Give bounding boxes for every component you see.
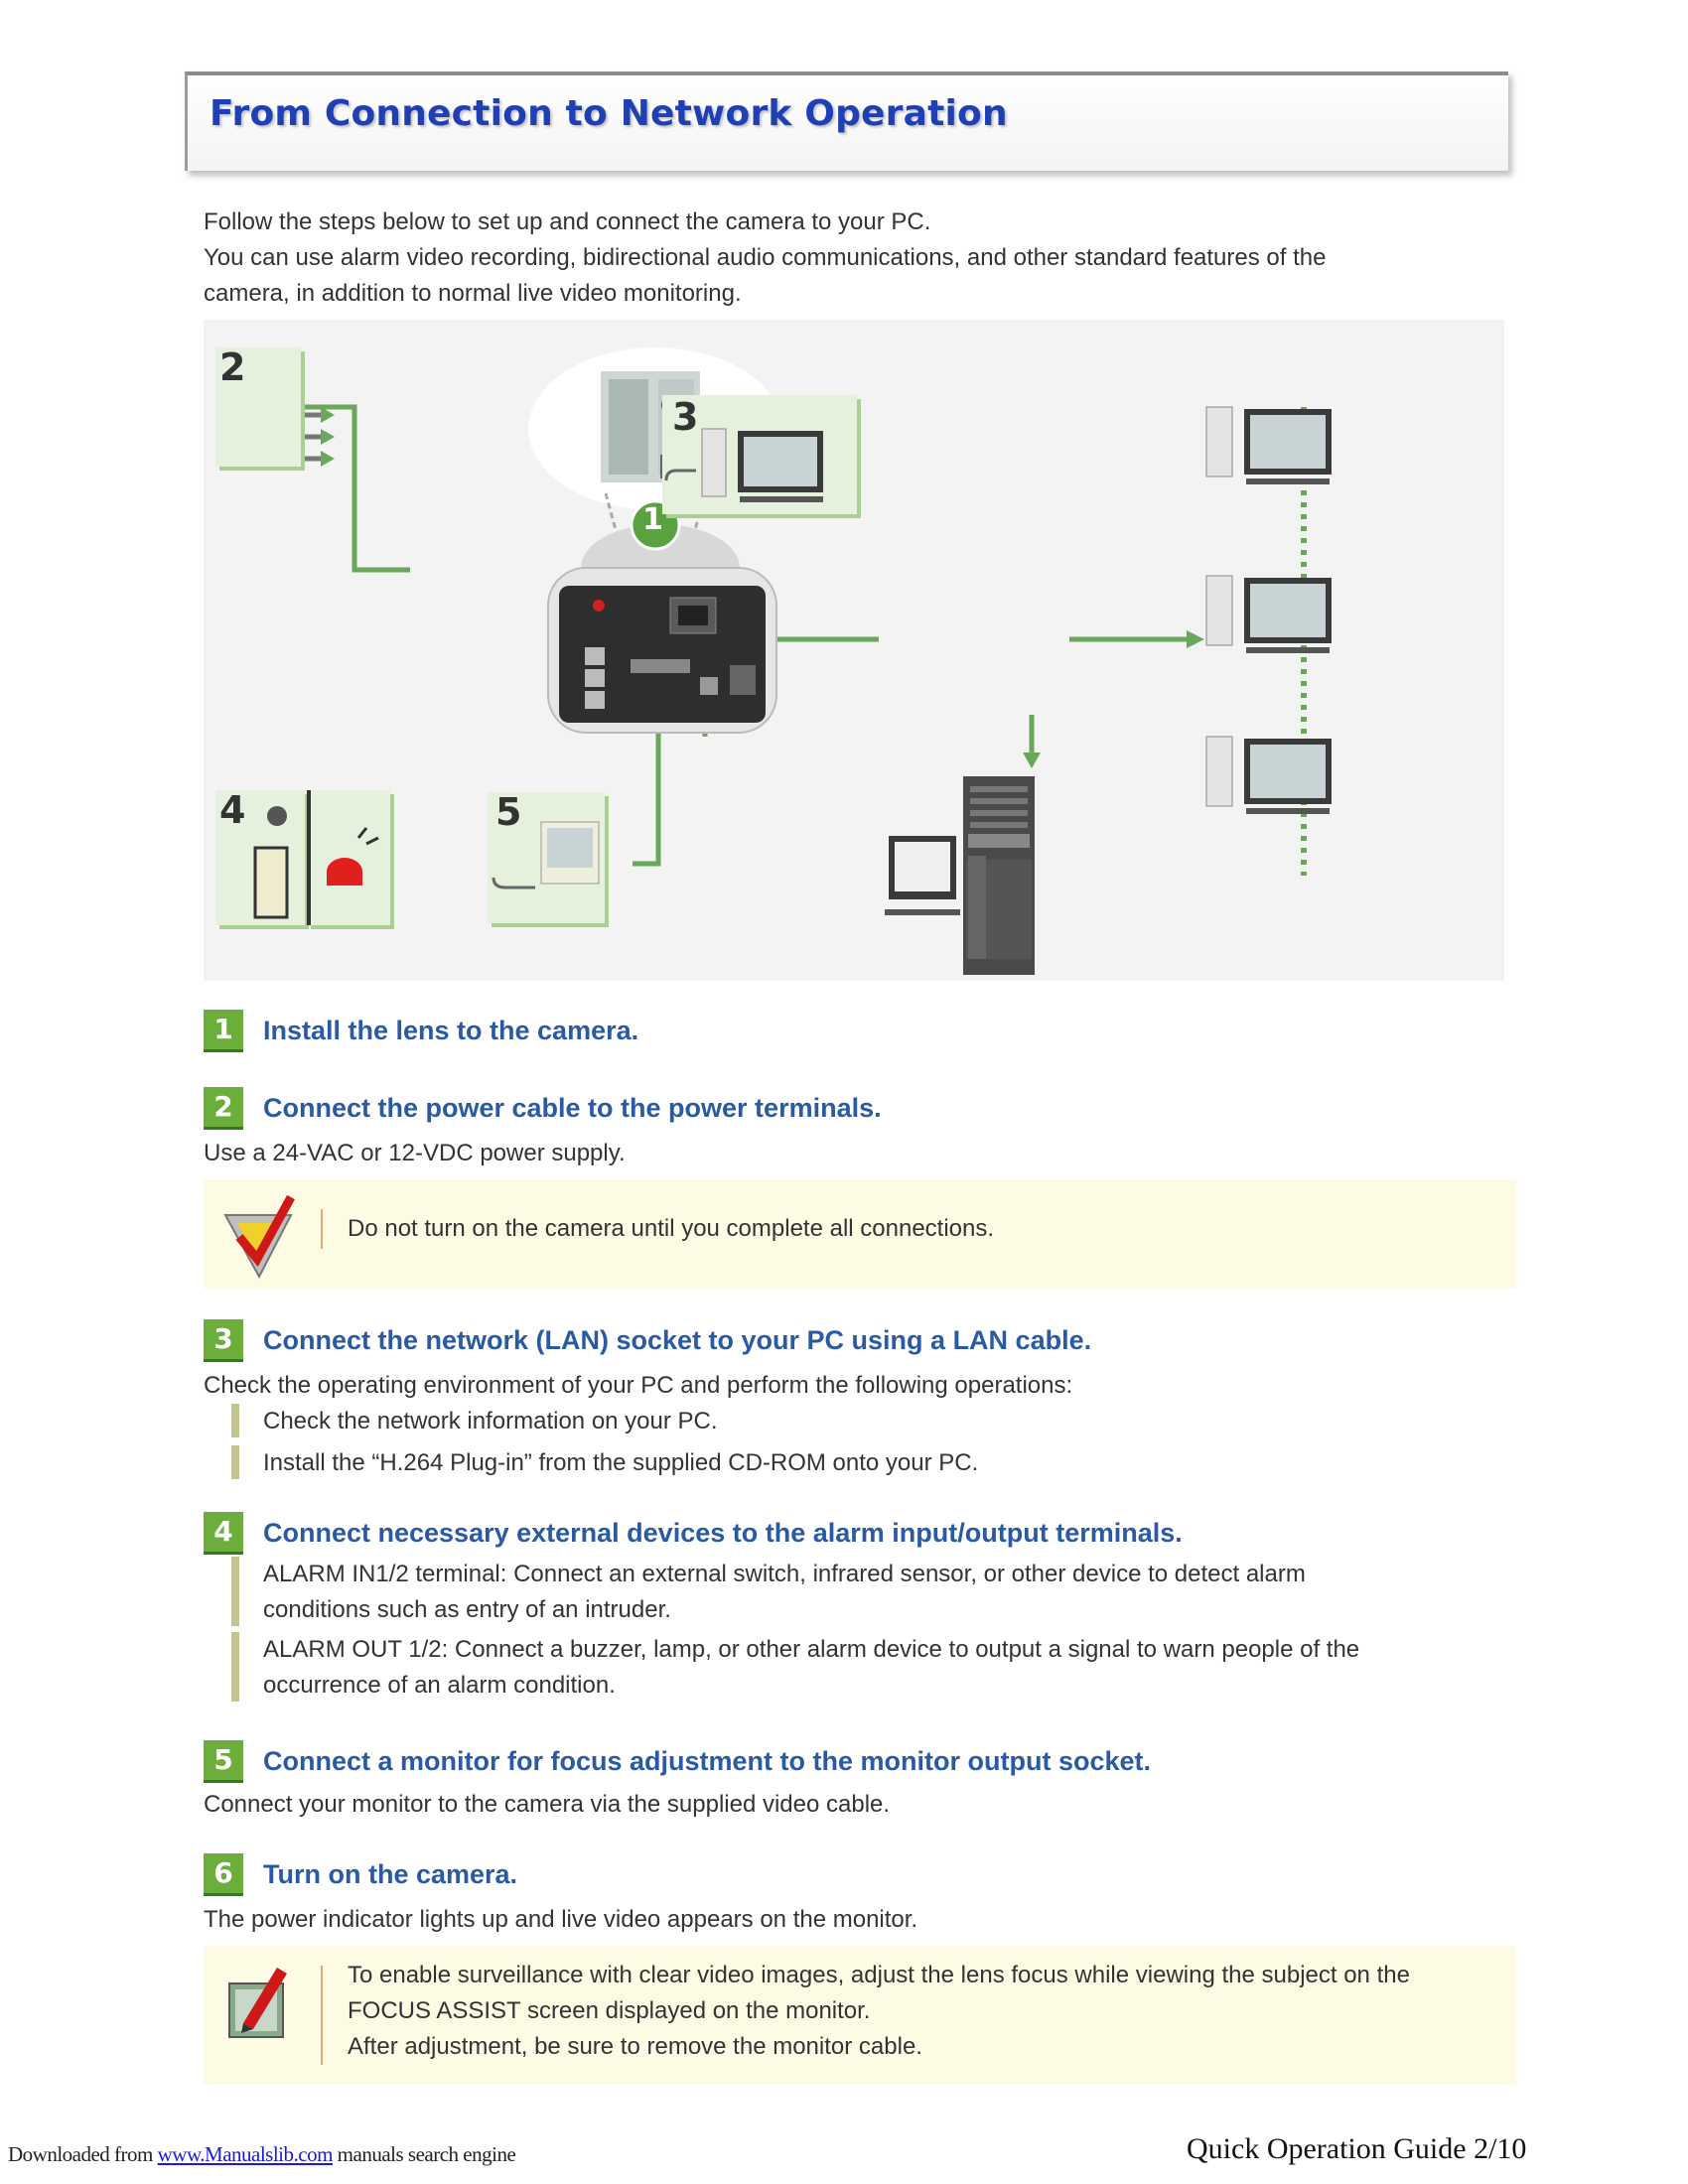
step-number-badge: 3 (204, 1318, 243, 1362)
connection-diagram: 2 3 4 5 1 (204, 320, 1504, 981)
step-2-heading: 2 Connect the power cable to the power t… (204, 1086, 882, 1130)
step-5-text: Connect your monitor to the camera via t… (204, 1791, 891, 1818)
step-title: Connect necessary external devices to th… (263, 1517, 1183, 1548)
step-number-badge: 2 (204, 1086, 243, 1130)
step-6-heading: 6 Turn on the camera. (204, 1852, 517, 1896)
step-6-text: The power indicator lights up and live v… (204, 1906, 918, 1933)
title-banner: From Connection to Network Operation (185, 71, 1508, 171)
caution-text: Do not turn on the camera until you comp… (348, 1215, 995, 1242)
manualslib-link[interactable]: www.Manualslib.com (157, 2142, 334, 2166)
panel-number: 4 (219, 788, 246, 832)
list-item: ALARM IN1/2 terminal: Connect an externa… (231, 1557, 1306, 1628)
step-title: Connect the network (LAN) socket to your… (263, 1324, 1092, 1355)
panel-network-pc: 3 (662, 395, 857, 514)
step-title: Connect the power cable to the power ter… (263, 1092, 882, 1123)
tip-line-2: FOCUS ASSIST screen displayed on the mon… (348, 1997, 871, 2024)
panel-alarm-in: 4 (215, 788, 305, 925)
page-title: From Connection to Network Operation (210, 93, 1008, 134)
footer-prefix: Downloaded from (8, 2142, 158, 2166)
step-4-heading: 4 Connect necessary external devices to … (204, 1511, 1183, 1555)
pc-icon-middle (1205, 575, 1332, 653)
list-item: Check the network information on your PC… (231, 1404, 718, 1439)
panel-number: 5 (495, 790, 522, 834)
footer-suffix: manuals search engine (332, 2142, 516, 2166)
intro-line-3: camera, in addition to normal live video… (204, 280, 742, 307)
memo-pencil-icon (228, 1968, 287, 2038)
caution-check-icon (223, 1194, 295, 1280)
pc-with-cable-icon (664, 428, 823, 502)
panel-number: 3 (672, 395, 699, 439)
list-item: Install the “H.264 Plug-in” from the sup… (231, 1445, 978, 1481)
bullet-text: ALARM OUT 1/2: Connect a buzzer, lamp, o… (263, 1636, 1360, 1663)
bullet-text: ALARM IN1/2 terminal: Connect an externa… (263, 1561, 1306, 1587)
step-title: Connect a monitor for focus adjustment t… (263, 1745, 1152, 1776)
step-number-badge: 4 (204, 1511, 243, 1555)
bullet-text: Install the “H.264 Plug-in” from the sup… (263, 1449, 979, 1476)
panel-monitor: 5 (488, 790, 605, 923)
panel-number: 2 (219, 345, 246, 389)
step-number-badge: 6 (204, 1852, 243, 1896)
step-number-badge: 1 (204, 1009, 243, 1052)
door-sensor-icon (253, 806, 289, 919)
tip-line-1: To enable surveillance with clear video … (348, 1962, 1410, 1988)
tip-line-3: After adjustment, be sure to remove the … (348, 2033, 922, 2060)
intro-line-1: Follow the steps below to set up and con… (204, 208, 931, 235)
pc-icon-bottom (1205, 736, 1332, 814)
step-2-text: Use a 24-VAC or 12-VDC power supply. (204, 1140, 626, 1166)
caution-note: Do not turn on the camera until you comp… (204, 1179, 1516, 1289)
monitor-icon (492, 821, 600, 889)
step-3-heading: 3 Connect the network (LAN) socket to yo… (204, 1318, 1091, 1362)
intro-line-2: You can use alarm video recording, bidir… (204, 244, 1327, 271)
server-pc-icon (885, 776, 1035, 975)
step-1-heading: 1 Install the lens to the camera. (204, 1009, 638, 1052)
alarm-lamp-icon (307, 790, 379, 925)
page-number: Quick Operation Guide 2/10 (1187, 2132, 1527, 2165)
pc-icon-top (1205, 406, 1332, 484)
bullet-text: occurrence of an alarm condition. (263, 1672, 616, 1699)
bullet-text: conditions such as entry of an intruder. (263, 1596, 671, 1623)
tip-note: To enable surveillance with clear video … (204, 1946, 1516, 2085)
step-title: Turn on the camera. (263, 1858, 518, 1889)
step-title: Install the lens to the camera. (263, 1015, 639, 1045)
lens-number-label: 1 (642, 502, 663, 537)
step-5-heading: 5 Connect a monitor for focus adjustment… (204, 1739, 1151, 1783)
step-number-badge: 5 (204, 1739, 243, 1783)
step-3-text: Check the operating environment of your … (204, 1372, 1073, 1399)
footer-source: Downloaded from www.Manualslib.com manua… (8, 2142, 516, 2167)
bullet-text: Check the network information on your PC… (263, 1408, 718, 1434)
panel-alarm-out (307, 790, 390, 925)
panel-power: 2 (215, 345, 301, 467)
list-item: ALARM OUT 1/2: Connect a buzzer, lamp, o… (231, 1632, 1359, 1704)
